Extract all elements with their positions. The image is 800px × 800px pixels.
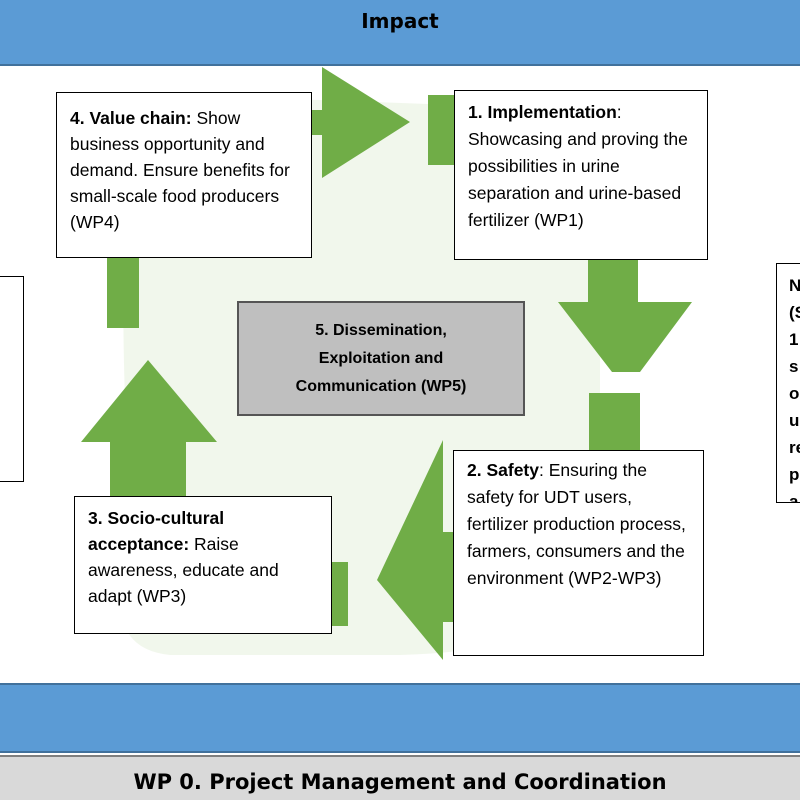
impact-title: Impact bbox=[361, 9, 439, 33]
arrow-stub-wp3 bbox=[332, 562, 348, 626]
wp2-safety-box: 2. Safety: Ensuring the safety for UDT u… bbox=[453, 450, 704, 656]
arrow-up-left bbox=[81, 360, 217, 496]
arrow-right-top bbox=[312, 67, 410, 178]
wp3-socio-cultural-box: 3. Socio-cultural acceptance: Raise awar… bbox=[74, 496, 332, 634]
right-partial-line: p bbox=[789, 465, 800, 484]
right-partial-line: u bbox=[789, 411, 800, 430]
wp4-heading: 4. Value chain: bbox=[70, 108, 192, 128]
wp0-title: WP 0. Project Management and Coordinatio… bbox=[133, 769, 667, 794]
wp3-text: Raise awareness, educate and adapt (WP3) bbox=[88, 534, 279, 606]
wp1-implementation-box: 1. Implementation: Showcasing and provin… bbox=[454, 90, 708, 260]
wp3-heading: 3. Socio-cultural acceptance: bbox=[88, 508, 225, 554]
arrow-stub-wp1 bbox=[428, 95, 454, 165]
wp5-dissemination-box: 5. Dissemination, Exploitation and Commu… bbox=[237, 301, 525, 416]
right-partial-line: re bbox=[789, 438, 800, 457]
right-partial-line: 1 bbox=[789, 330, 799, 349]
arrow-stub-wp4 bbox=[107, 258, 139, 328]
impact-band: Impact bbox=[0, 0, 800, 66]
left-partial-box bbox=[0, 276, 24, 482]
right-partial-line: (S bbox=[789, 303, 800, 322]
wp2-heading: 2. Safety bbox=[467, 460, 539, 480]
wp0-band: WP 0. Project Management and Coordinatio… bbox=[0, 755, 800, 800]
wp1-heading: 1. Implementation bbox=[468, 102, 617, 122]
right-partial-line: s bbox=[789, 357, 799, 376]
wp4-value-chain-box: 4. Value chain: Show business opportunit… bbox=[56, 92, 312, 258]
right-partial-line: o bbox=[789, 384, 800, 403]
arrow-left-bottom bbox=[377, 440, 453, 660]
wp5-line-3: Communication (WP5) bbox=[295, 377, 467, 395]
arrow-down-right bbox=[558, 260, 692, 372]
right-partial-line: a bbox=[789, 492, 799, 503]
wp5-line-2: Exploitation and bbox=[318, 349, 444, 367]
wp4-text: Show business opportunity and demand. En… bbox=[70, 108, 290, 232]
right-partial-box: N (S 1 s o u re p a bbox=[776, 263, 800, 503]
right-partial-line: N bbox=[789, 272, 800, 299]
arrow-stub-wp2 bbox=[589, 393, 640, 450]
wp5-line-1: 5. Dissemination, bbox=[315, 321, 447, 339]
wp2-text: : Ensuring the safety for UDT users, fer… bbox=[467, 460, 686, 588]
bottom-blue-band bbox=[0, 683, 800, 753]
wp1-text: : Showcasing and proving the possibiliti… bbox=[468, 102, 688, 230]
